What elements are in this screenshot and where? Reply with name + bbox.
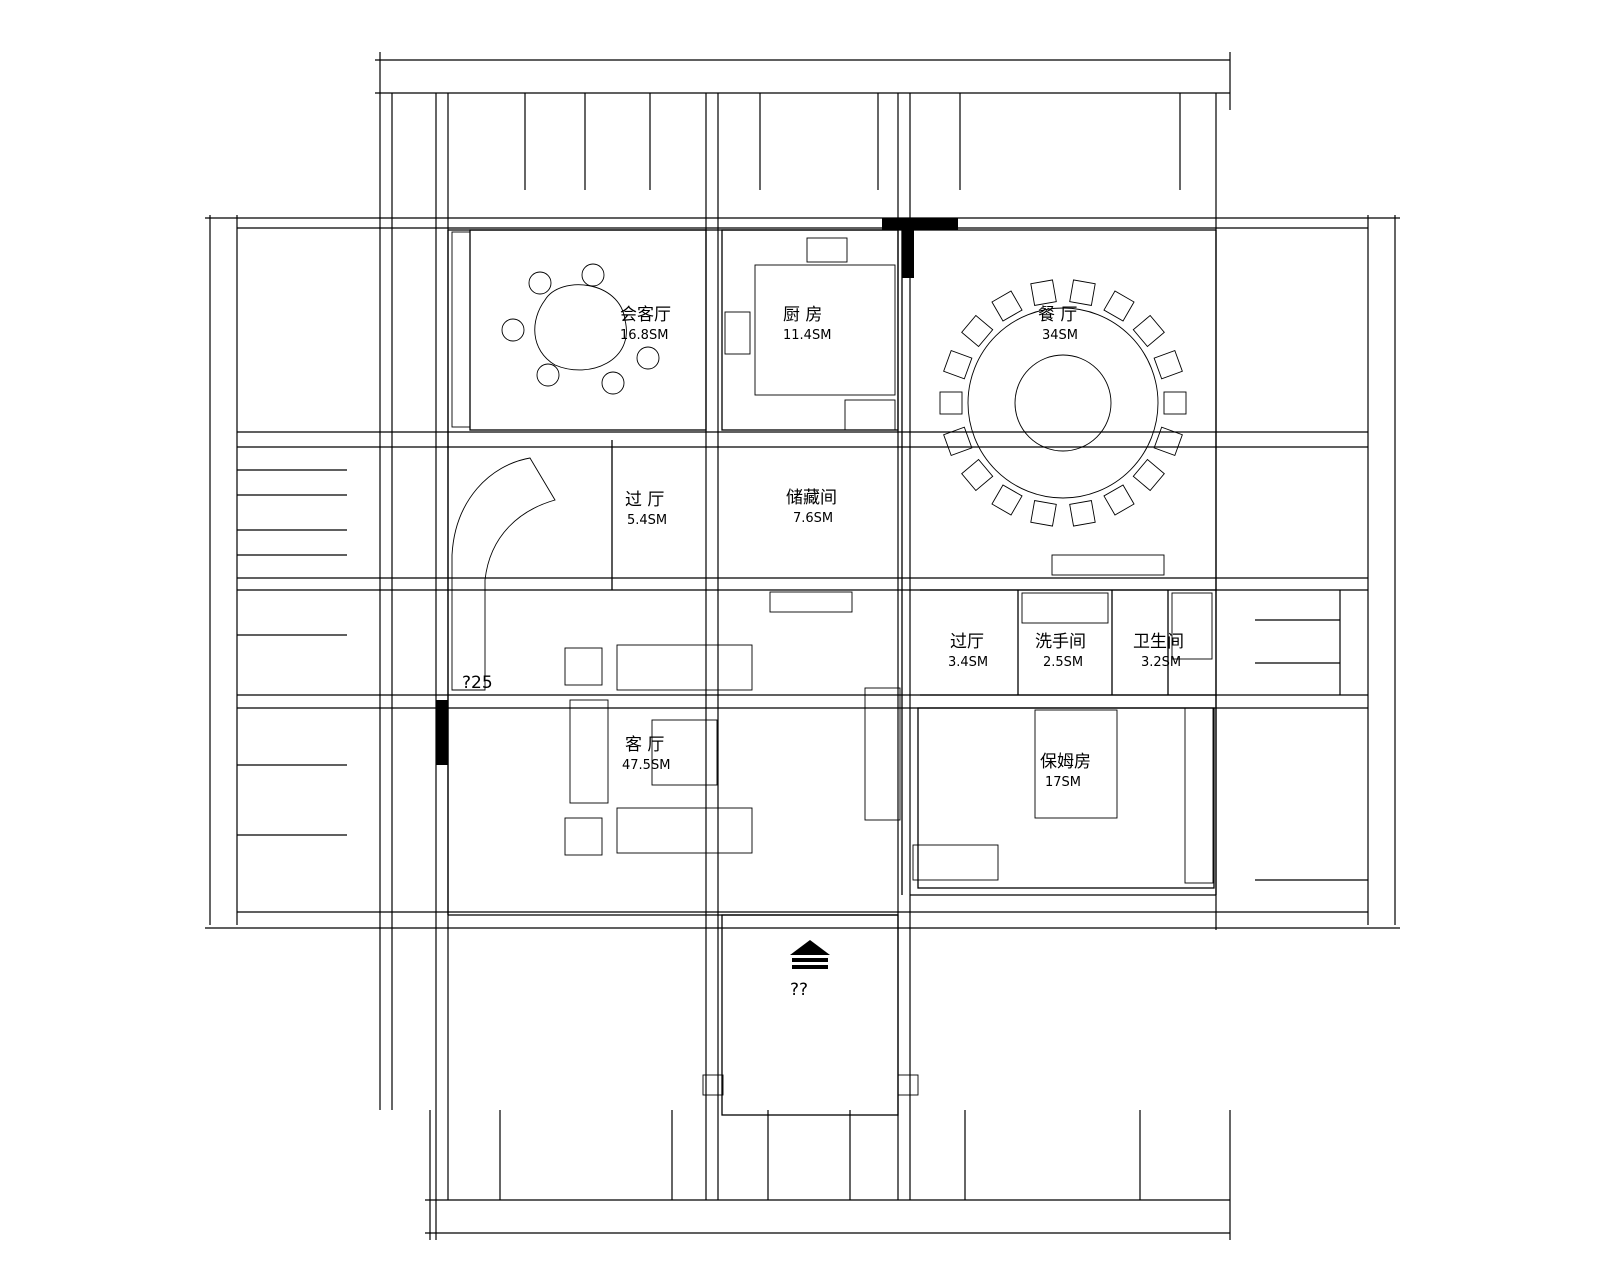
stool <box>601 371 625 395</box>
dining-chair <box>1103 484 1135 516</box>
dining-table-center <box>1014 354 1112 452</box>
dining-chair <box>1132 314 1165 348</box>
kitchen-area: 11.4SM <box>783 328 831 343</box>
stool <box>501 318 525 342</box>
console-table <box>769 591 853 613</box>
storage-area: 7.6SM <box>793 511 833 526</box>
storage-name: 储藏间 <box>786 488 837 508</box>
walls <box>436 218 1217 1116</box>
wardrobe <box>1184 707 1214 884</box>
hall-left-area: 5.4SM <box>627 513 667 528</box>
entrance-label: ?? <box>790 980 808 1000</box>
dining-chair <box>1030 500 1057 527</box>
room-labels: 会客厅 16.8SM 厨 房 11.4SM 餐 厅 34SM 过 厅 5.4SM… <box>462 305 1184 1000</box>
dining-chair <box>943 350 973 380</box>
side-table <box>564 647 603 686</box>
maid-room-area: 17SM <box>1045 775 1081 790</box>
hall-right-name: 过厅 <box>950 632 984 652</box>
living-name: 客 厅 <box>625 735 664 755</box>
stool <box>636 346 660 370</box>
dining-chair <box>1163 391 1187 415</box>
stair-width-label: ?25 <box>462 673 493 693</box>
side-table <box>564 817 603 856</box>
tv-cabinet <box>864 687 901 821</box>
cabinet <box>1051 554 1165 576</box>
washroom-area: 2.5SM <box>1043 655 1083 670</box>
dining-chair <box>1153 426 1183 456</box>
dining-chair <box>1103 290 1135 322</box>
dining-chairs <box>939 279 1187 527</box>
entrance-arrow <box>790 940 830 955</box>
maid-room-name: 保姆房 <box>1040 752 1091 772</box>
dining-chair <box>1069 279 1096 306</box>
dining-chair <box>1132 458 1165 492</box>
bathroom-name: 卫生间 <box>1133 632 1184 652</box>
dining-chair <box>961 314 994 348</box>
bed <box>1034 709 1118 819</box>
column <box>702 1074 724 1096</box>
dining-chair <box>1030 279 1057 306</box>
reception-name: 会客厅 <box>620 305 671 325</box>
bathroom-area: 3.2SM <box>1141 655 1181 670</box>
hall-left-name: 过 厅 <box>625 490 664 510</box>
shower <box>1171 592 1213 660</box>
kitchen-name: 厨 房 <box>783 305 822 325</box>
dining-chair <box>943 426 973 456</box>
sofa-left <box>569 699 609 804</box>
coffee-table <box>651 719 718 786</box>
bookshelf <box>451 231 471 428</box>
stool <box>536 363 560 387</box>
living-area: 47.5SM <box>622 758 670 773</box>
column <box>897 1074 919 1096</box>
stool <box>581 263 605 287</box>
furniture <box>451 231 1214 1096</box>
sofa-top <box>616 644 753 691</box>
dining-chair <box>1153 350 1183 380</box>
stool <box>528 271 552 295</box>
washroom-name: 洗手间 <box>1035 632 1086 652</box>
reception-area: 16.8SM <box>620 328 668 343</box>
stove <box>724 311 751 355</box>
dining-chair <box>939 391 963 415</box>
dining-chair <box>961 458 994 492</box>
dining-chair <box>991 484 1023 516</box>
sink <box>806 237 848 263</box>
dining-chair <box>1069 500 1096 527</box>
spiral-stair <box>451 457 556 691</box>
desk <box>912 844 999 881</box>
dining-chair <box>991 290 1023 322</box>
dining-name: 餐 厅 <box>1038 305 1077 325</box>
bathtub <box>1021 592 1109 624</box>
tea-table <box>534 284 627 371</box>
dining-table <box>967 307 1159 499</box>
dining-area: 34SM <box>1042 328 1078 343</box>
sofa-bottom <box>616 807 753 854</box>
hall-right-area: 3.4SM <box>948 655 988 670</box>
